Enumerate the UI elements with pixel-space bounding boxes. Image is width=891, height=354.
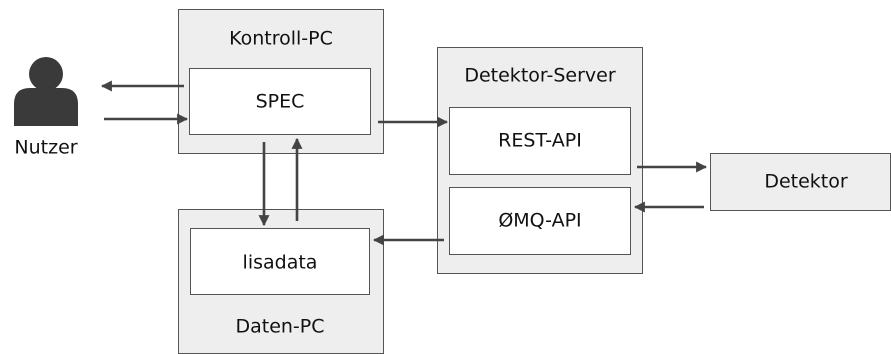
spec-box: [189, 68, 371, 135]
detektor-box: [710, 153, 891, 211]
rest-api-label: REST-API: [498, 129, 582, 152]
kontroll-pc-title: Kontroll-PC: [229, 27, 333, 50]
zmq-api-label: ØMQ-API: [498, 209, 582, 232]
spec-label: SPEC: [255, 90, 305, 113]
rest-api-box: [449, 107, 631, 175]
lisadata-label: lisadata: [242, 251, 318, 274]
daten-pc-title: Daten-PC: [235, 315, 325, 338]
detektor-server-title: Detektor-Server: [464, 64, 616, 87]
detektor-label: Detektor: [764, 170, 848, 193]
nutzer-label: Nutzer: [14, 136, 78, 159]
user-icon: [14, 57, 78, 126]
zmq-api-box: [449, 187, 631, 255]
lisadata-box: [190, 228, 370, 295]
